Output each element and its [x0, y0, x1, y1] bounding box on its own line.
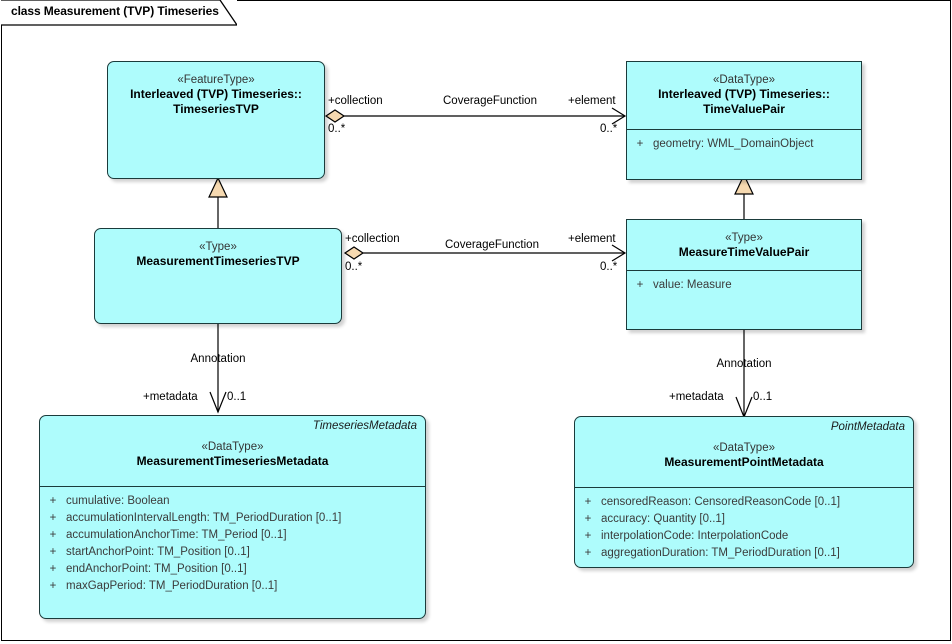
attribute-text: geometry: WML_DomainObject	[653, 138, 814, 150]
attribute-visibility: +	[49, 529, 57, 541]
class-header-measurementpointmetadata: «DataType» MeasurementPointMetadata	[575, 417, 913, 470]
class-header-timevaluepair: «DataType» Interleaved (TVP) Timeseries:…	[627, 62, 861, 116]
compartment-divider	[627, 129, 861, 130]
class-alias: PointMetadata	[830, 421, 905, 433]
attribute-visibility: +	[636, 138, 644, 150]
diagram-title: class Measurement (TVP) Timeseries	[11, 4, 219, 18]
attribute-visibility: +	[584, 547, 592, 559]
class-box-measurementpointmetadata[interactable]: PointMetadata «DataType» MeasurementPoin…	[574, 416, 914, 568]
attribute-list-measuretimevaluepair: + value: Measure	[627, 271, 861, 294]
attribute-visibility: +	[49, 546, 57, 558]
attribute-text: aggregationDuration: TM_PeriodDuration […	[601, 547, 840, 559]
attribute-row: + value: Measure	[627, 277, 861, 294]
class-box-measurementtimeseriestvp[interactable]: «Type» MeasurementTimeseriesTVP	[94, 228, 342, 324]
attribute-text: value: Measure	[653, 279, 732, 291]
attribute-visibility: +	[49, 495, 57, 507]
attribute-text: censoredReason: CensoredReasonCode [0..1…	[601, 496, 841, 508]
connector-multiplicity-target-bottom: 0..*	[600, 261, 618, 273]
class-header-measuretimevaluepair: «Type» MeasureTimeValuePair	[627, 220, 861, 260]
attribute-text: accuracy: Quantity [0..1]	[601, 513, 726, 525]
association-annotation-right	[735, 330, 753, 419]
attribute-row: + accuracy: Quantity [0..1]	[575, 511, 913, 528]
class-header-measurementtimeseriestvp: «Type» MeasurementTimeseriesTVP	[95, 229, 341, 269]
attribute-text: endAnchorPoint: TM_Position [0..1]	[66, 563, 247, 575]
connector-multiplicity-annotation-left: 0..1	[227, 391, 247, 403]
class-box-timevaluepair[interactable]: «DataType» Interleaved (TVP) Timeseries:…	[626, 61, 862, 180]
connector-name-coveragefunction-bottom: CoverageFunction	[445, 239, 539, 251]
attribute-visibility: +	[49, 512, 57, 524]
connector-role-collection-bottom: +collection	[345, 233, 400, 245]
generalization-timevaluepair	[734, 173, 754, 219]
attribute-list-timevaluepair: + geometry: WML_DomainObject	[627, 130, 861, 153]
attribute-row: + interpolationCode: InterpolationCode	[575, 528, 913, 545]
connector-name-annotation-left: Annotation	[190, 353, 246, 365]
class-name: MeasurementTimeseriesMetadata	[136, 454, 329, 469]
attribute-row: + censoredReason: CensoredReasonCode [0.…	[575, 494, 913, 511]
connector-role-metadata-right: +metadata	[669, 391, 724, 403]
diagram-frame-left	[1, 0, 2, 640]
attribute-row: + endAnchorPoint: TM_Position [0..1]	[40, 561, 425, 578]
attribute-list-measurementtimeseriesmetadata: + cumulative: Boolean + accumulationInte…	[40, 487, 425, 595]
class-name: MeasureTimeValuePair	[678, 245, 810, 260]
attribute-text: accumulationAnchorTime: TM_Period [0..1]	[66, 529, 287, 541]
class-alias: TimeseriesMetadata	[312, 420, 417, 432]
association-annotation-left	[209, 324, 227, 414]
class-stereotype: «Type»	[725, 232, 763, 244]
attribute-text: startAnchorPoint: TM_Position [0..1]	[66, 546, 250, 558]
connector-multiplicity-annotation-right: 0..1	[753, 391, 773, 403]
generalization-timeseriestvp	[208, 176, 228, 228]
attribute-visibility: +	[49, 580, 57, 592]
diagram-frame-top	[237, 0, 951, 1]
attribute-visibility: +	[49, 563, 57, 575]
attribute-row: + aggregationDuration: TM_PeriodDuration…	[575, 545, 913, 562]
attribute-row: + geometry: WML_DomainObject	[627, 136, 861, 153]
class-header-timeseriestvp: «FeatureType» Interleaved (TVP) Timeseri…	[108, 62, 324, 116]
connector-multiplicity-source-bottom: 0..*	[345, 261, 363, 273]
class-name: Interleaved (TVP) Timeseries:: Timeserie…	[130, 87, 302, 116]
connector-role-collection-top: +collection	[328, 95, 383, 107]
class-stereotype: «FeatureType»	[177, 74, 255, 86]
connector-role-metadata-left: +metadata	[143, 391, 198, 403]
attribute-visibility: +	[584, 496, 592, 508]
connector-multiplicity-source-top: 0..*	[328, 123, 346, 135]
class-box-measurementtimeseriesmetadata[interactable]: TimeseriesMetadata «DataType» Measuremen…	[39, 415, 426, 619]
class-stereotype: «DataType»	[712, 74, 775, 86]
class-name: MeasurementPointMetadata	[664, 455, 824, 470]
attribute-text: interpolationCode: InterpolationCode	[601, 530, 789, 542]
attribute-row: + accumulationAnchorTime: TM_Period [0..…	[40, 527, 425, 544]
attribute-row: + cumulative: Boolean	[40, 493, 425, 510]
connector-name-annotation-right: Annotation	[716, 358, 772, 370]
attribute-list-measurementpointmetadata: + censoredReason: CensoredReasonCode [0.…	[575, 488, 913, 562]
attribute-text: accumulationIntervalLength: TM_PeriodDur…	[66, 512, 342, 524]
class-name: Interleaved (TVP) Timeseries:: TimeValue…	[658, 87, 830, 116]
attribute-visibility: +	[584, 513, 592, 525]
compartment-divider	[627, 270, 861, 271]
connector-role-element-bottom: +element	[568, 233, 616, 245]
class-stereotype: «Type»	[199, 241, 237, 253]
attribute-row: + startAnchorPoint: TM_Position [0..1]	[40, 544, 425, 561]
diagram-frame-bottom	[1, 640, 951, 641]
attribute-row: + accumulationIntervalLength: TM_PeriodD…	[40, 510, 425, 527]
diagram-title-tab: class Measurement (TVP) Timeseries	[1, 0, 237, 26]
attribute-row: + maxGapPeriod: TM_PeriodDuration [0..1]	[40, 578, 425, 595]
connector-role-element-top: +element	[568, 95, 616, 107]
attribute-visibility: +	[584, 530, 592, 542]
class-stereotype: «DataType»	[201, 441, 264, 453]
class-box-timeseriestvp[interactable]: «FeatureType» Interleaved (TVP) Timeseri…	[107, 61, 325, 179]
class-stereotype: «DataType»	[712, 442, 775, 454]
attribute-text: cumulative: Boolean	[66, 495, 170, 507]
attribute-text: maxGapPeriod: TM_PeriodDuration [0..1]	[66, 580, 278, 592]
compartment-divider	[575, 487, 913, 488]
class-name: MeasurementTimeseriesTVP	[136, 254, 300, 269]
connector-name-coveragefunction-top: CoverageFunction	[443, 95, 537, 107]
diagram-frame-right	[950, 0, 951, 641]
class-box-measuretimevaluepair[interactable]: «Type» MeasureTimeValuePair + value: Mea…	[626, 219, 862, 330]
association-coveragefunction-top	[324, 107, 627, 125]
attribute-visibility: +	[636, 279, 644, 291]
compartment-divider	[40, 486, 425, 487]
connector-multiplicity-target-top: 0..*	[600, 123, 618, 135]
class-header-measurementtimeseriesmetadata: «DataType» MeasurementTimeseriesMetadata	[40, 416, 425, 469]
